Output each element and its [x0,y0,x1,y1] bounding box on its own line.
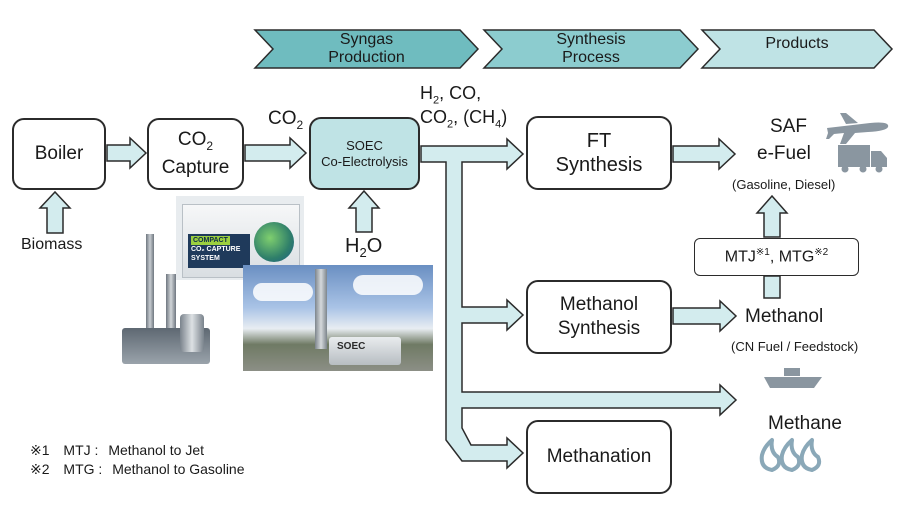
tower [315,269,327,349]
arrow-boiler-to-capture [106,136,148,170]
soec-unit-text: SOEC [337,341,366,352]
soec-box: SOEC Co-Electrolysis [309,117,420,190]
footnote-text: Methanol to Jet [108,442,205,458]
arrow-methanol-synth-to-methanol [672,299,738,333]
footnote-abbr: MTG : [63,461,103,477]
boiler-box: Boiler [12,118,106,190]
arrow-syngas-manifold [420,137,738,470]
phase-label-line1: Synthesis [556,31,626,48]
arrow-ft-to-fuel [672,137,737,171]
phase-label-line1: Products [765,35,829,52]
phase-label-line1: Syngas [339,31,394,48]
soec-label-line2: Co-Electrolysis [321,153,408,169]
footnote-abbr: MTJ : [63,442,99,458]
biomass-label: Biomass [21,236,83,253]
product-saf: SAF [770,116,807,137]
product-methanol: Methanol [745,306,824,327]
h2o-label: H2O [345,235,383,260]
tank [180,314,204,352]
footnote-mark: ※2 [30,461,50,477]
phase-products: Products [720,30,874,68]
arrow-capture-to-soec [244,136,308,170]
phase-chevron-synthesis [482,29,700,69]
methanation-box: Methanation [526,420,672,494]
co2-capture-label-line2: Capture [161,156,230,178]
truck-icon [838,145,887,173]
soec-plant-photo: SOEC [243,265,433,371]
footnote-text: Methanol to Gasoline [112,461,245,477]
phase-label-line2: Production [328,49,405,66]
phase-chevron-syngas [253,29,480,69]
arrow-methanol-to-mtj [763,275,781,299]
mtj-mtg-box: MTJ※1, MTG※2 [694,238,859,276]
cloud [353,275,423,295]
mtj-mtg-label: MTJ※1, MTG※2 [724,247,829,266]
ft-label-line2: Synthesis [555,154,643,176]
phase-chevron-products [700,29,894,69]
phase-synthesis-process: Synthesis Process [502,30,680,68]
stack-main [146,234,154,344]
flame-icon [759,438,822,472]
syngas-composition-line1: H2, CO, [420,83,482,107]
footnote-mark: ※1 [30,442,50,458]
product-methane: Methane [768,413,842,434]
product-methanol-note: (CN Fuel / Feedstock) [731,339,859,354]
methanol-synthesis-box: Methanol Synthesis [526,280,672,354]
capture-panel-text-3: SYSTEM [191,255,220,262]
co2-input-label: CO2 [268,108,304,132]
arrow-h2o-to-soec [347,189,381,233]
capture-panel: COMPACT CO₂ CAPTURE SYSTEM [188,234,250,268]
arrow-biomass-to-boiler [38,190,72,234]
phase-label-line2: Process [562,49,620,66]
footnote-1: ※1 MTJ : Methanol to Jet [30,442,204,459]
boiler-plant-photo [118,232,214,370]
co2-capture-label-line1: CO2 [177,129,214,153]
globe-graphic [254,222,294,262]
methanation-label: Methanation [546,446,652,467]
ft-label-line1: FT [586,130,612,152]
stack-secondary [166,274,176,346]
ship-icon [764,368,822,388]
ft-synthesis-box: FT Synthesis [526,116,672,190]
capture-panel-text-1: COMPACT [191,236,230,245]
phase-syngas-production: Syngas Production [273,30,460,68]
boiler-label: Boiler [34,143,84,164]
product-efuel: e-Fuel [757,143,811,164]
co2-capture-box: CO2 Capture [147,118,244,190]
cloud [253,283,313,301]
soec-unit: SOEC [329,337,401,365]
product-efuel-note: (Gasoline, Diesel) [732,177,836,192]
arrow-mtj-to-efuel [755,194,789,238]
footnote-2: ※2 MTG : Methanol to Gasoline [30,461,245,478]
syngas-composition-line2: CO2, (CH4) [420,107,508,131]
airplane-icon [826,113,889,144]
methanol-synth-label-line2: Synthesis [557,318,641,339]
methanol-synth-label-line1: Methanol [559,294,639,315]
capture-panel-text-2: CO₂ CAPTURE [191,246,241,253]
soec-label-line1: SOEC [346,137,383,153]
